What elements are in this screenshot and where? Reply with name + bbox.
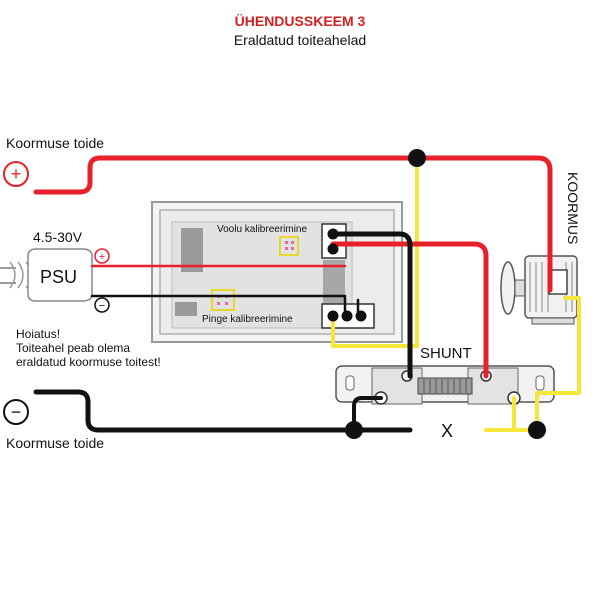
svg-text:−: − xyxy=(11,402,22,422)
warning-line-3: eraldatud koormuse toitest! xyxy=(16,355,161,369)
wire-current-positive xyxy=(330,241,489,379)
psu: PSU xyxy=(0,248,93,302)
wire-current-negative xyxy=(330,231,413,379)
diagram-title: ÜHENDUSSKEEM 3 xyxy=(234,13,366,29)
wire-load-positive xyxy=(33,155,553,293)
junction-dot xyxy=(345,421,363,439)
psu-voltage-label: 4.5-30V xyxy=(33,229,83,245)
terminal-screws xyxy=(327,228,367,322)
display-segment xyxy=(175,302,197,316)
wire-voltage-sense xyxy=(331,158,419,348)
display-segment xyxy=(323,260,345,304)
voltage-calibration-label: Pinge kalibreerimine xyxy=(202,314,293,325)
current-calibration-pot[interactable] xyxy=(279,236,299,256)
warning-line-1: Hoiatus! xyxy=(16,327,60,341)
shunt xyxy=(335,365,555,405)
wire-shunt-negative xyxy=(352,396,383,432)
meter-module: Voolu kalibreerimine Pinge kalibreerimin… xyxy=(151,201,403,343)
load-label: KOORMUS xyxy=(565,172,581,244)
svg-text:−: − xyxy=(99,300,105,312)
warning-line-2: Toiteahel peab olema xyxy=(16,341,130,355)
wire-psu-negative xyxy=(90,294,347,318)
shunt-label: SHUNT xyxy=(420,345,472,362)
psu-plus-symbol: + xyxy=(94,248,110,264)
load-motor xyxy=(500,255,578,325)
load-supply-negative-label: Koormuse toide xyxy=(6,435,104,451)
junction-dot xyxy=(408,149,426,167)
diagram-subtitle: Eraldatud toiteahelad xyxy=(233,32,367,48)
psu-label: PSU xyxy=(40,267,77,287)
wire-load-negative xyxy=(33,389,413,433)
junction-dot xyxy=(528,421,546,439)
psu-minus-symbol: − xyxy=(94,297,110,313)
svg-text:+: + xyxy=(99,251,105,263)
negative-terminal-symbol: − xyxy=(3,399,29,425)
display-segment xyxy=(181,228,203,272)
positive-terminal-symbol: + xyxy=(3,161,29,187)
svg-text:+: + xyxy=(11,164,22,184)
current-calibration-label: Voolu kalibreerimine xyxy=(217,224,307,235)
load-supply-positive-label: Koormuse toide xyxy=(6,135,104,151)
x-mark: X xyxy=(441,421,453,441)
